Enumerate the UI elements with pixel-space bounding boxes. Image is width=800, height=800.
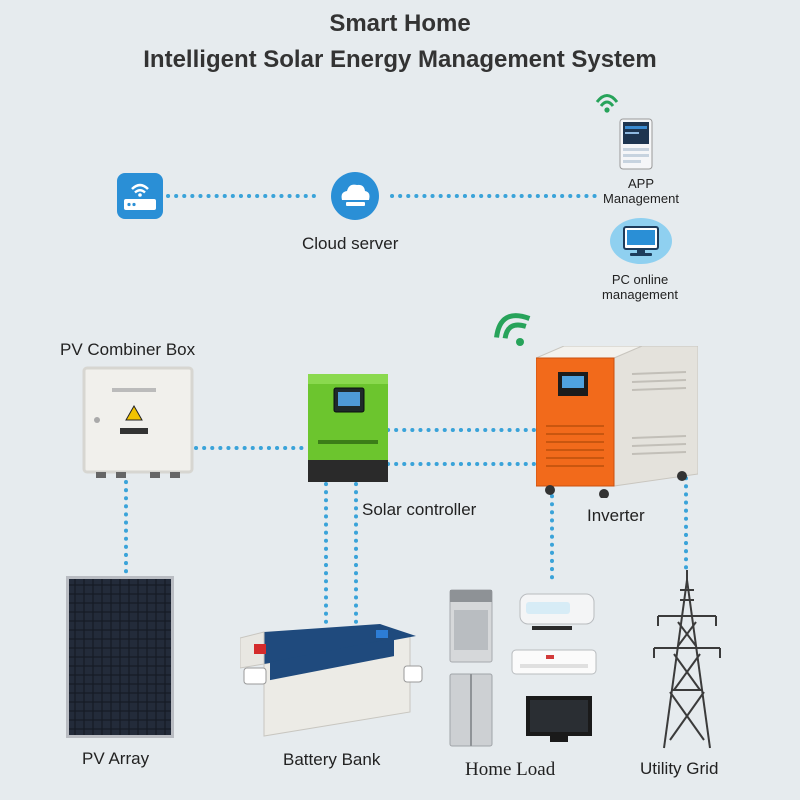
inverter-wifi-icon bbox=[494, 313, 531, 346]
wifi-icon bbox=[595, 94, 619, 113]
battery-bank-label: Battery Bank bbox=[283, 750, 381, 769]
phone-icon bbox=[619, 118, 653, 170]
inverter-label: Inverter bbox=[587, 506, 645, 525]
utility-grid-tower bbox=[653, 570, 721, 749]
cloud-server-label: Cloud server bbox=[302, 234, 399, 253]
monitor-icon bbox=[610, 218, 672, 264]
home-load-label: Home Load bbox=[465, 759, 556, 780]
app-label-line-2: Management bbox=[603, 191, 679, 206]
pv-combiner-box-label: PV Combiner Box bbox=[60, 340, 196, 359]
router-icon bbox=[117, 173, 163, 219]
utility-grid-label: Utility Grid bbox=[640, 759, 719, 778]
pc-label-line-1: PC online bbox=[611, 272, 669, 287]
app-label-line-1: APP bbox=[627, 176, 654, 191]
solar-controller-label: Solar controller bbox=[362, 500, 477, 519]
pv-array-label: PV Array bbox=[82, 749, 150, 768]
pv-combiner-box bbox=[82, 366, 194, 478]
pc-label-line-2: management bbox=[602, 287, 678, 302]
battery-bank bbox=[240, 624, 423, 737]
title-line-1: Smart Home bbox=[329, 10, 471, 37]
app-management-label: APP Management bbox=[596, 176, 686, 206]
home-load bbox=[449, 589, 597, 747]
cloud-icon bbox=[331, 172, 379, 220]
solar-controller bbox=[308, 374, 388, 482]
pc-online-management-label: PC online management bbox=[590, 272, 690, 302]
inverter bbox=[536, 346, 698, 498]
title-line-2: Intelligent Solar Energy Management Syst… bbox=[143, 46, 657, 73]
pv-array bbox=[66, 576, 174, 738]
